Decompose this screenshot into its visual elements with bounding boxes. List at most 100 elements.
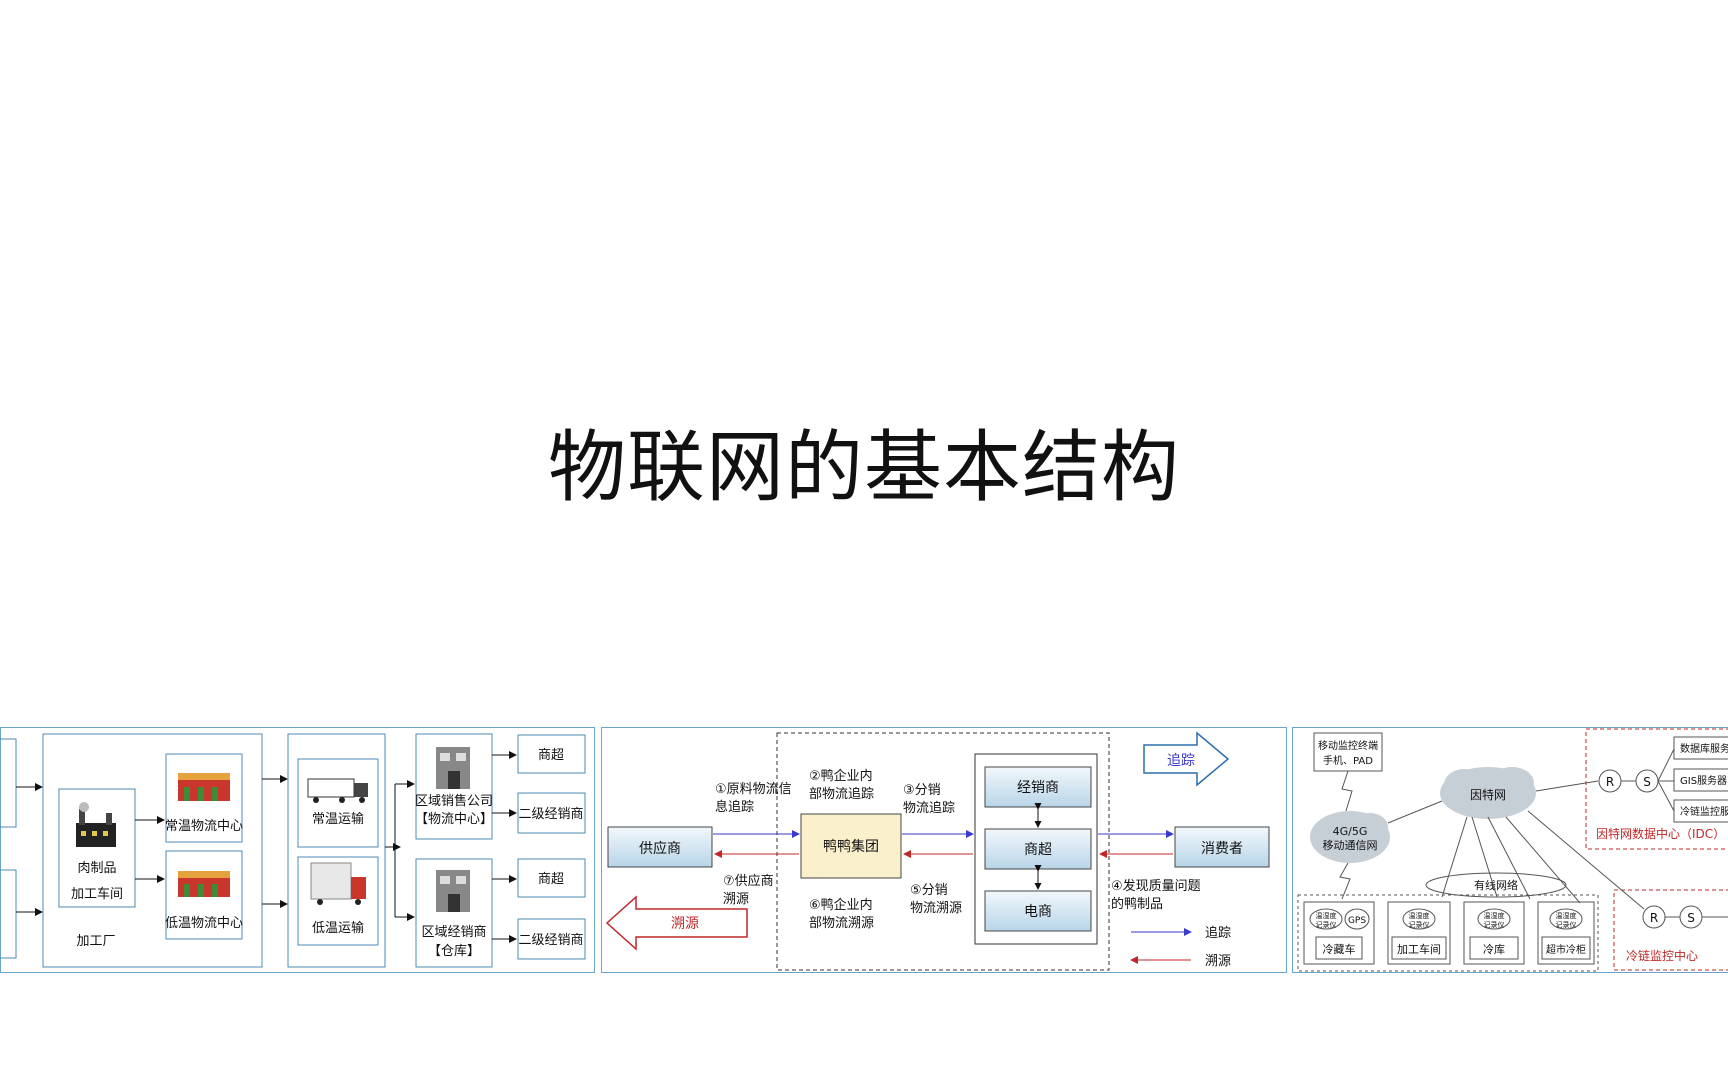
processing-workshop-box (58, 788, 136, 908)
supermarket-label: 商超 (538, 872, 564, 887)
distributor-label: 经销商 (1017, 780, 1059, 796)
legend-forward-label: 追踪 (1205, 925, 1231, 941)
traceability-panel: 供应商 鸭鸭集团 经销商 商超 电商 消费者 ①原料物流信 息追踪 ②鸭企业内 … (601, 727, 1287, 974)
logistics-center-label: 【物流中心】 (415, 812, 493, 827)
supplier-box (607, 826, 713, 868)
refrigerated-truck-icon (310, 862, 366, 905)
consumer-label: 消费者 (1201, 841, 1243, 857)
cold-transport-label: 低温运输 (312, 920, 364, 936)
factory-label: 加工厂 (76, 934, 115, 949)
warehouse-icon (178, 773, 230, 801)
trace-back-label: 溯源 (671, 916, 699, 932)
cabinet-label: 超市冷柜 (1546, 943, 1586, 956)
panel-border (0, 727, 595, 973)
truck-icon (307, 778, 368, 803)
switch-label: S (1643, 775, 1651, 789)
cold-monitor-server-box (1673, 799, 1728, 823)
workshop-label: 加工车间 (1397, 942, 1441, 956)
source-box-bottom (0, 869, 17, 959)
terminal-sub-label: 手机、PAD (1323, 754, 1373, 767)
db-server-box (1673, 736, 1728, 760)
recorder-sub-label: 记录仪 (1316, 921, 1337, 929)
workshop-device-box (1387, 901, 1451, 965)
ambient-center-label: 常温物流中心 (165, 819, 243, 834)
legend-back-label: 溯源 (1205, 953, 1231, 969)
wireless-link-icon (1339, 862, 1351, 900)
router-label: R (1606, 775, 1614, 789)
workshop-label: 加工车间 (71, 886, 123, 902)
secondary-dealer-label: 二级经销商 (518, 807, 583, 822)
mobile-network-sub-label: 移动通信网 (1323, 839, 1378, 852)
recorder-icon (1402, 908, 1436, 930)
step5-text: 物流溯源 (910, 900, 962, 916)
ecommerce-label: 电商 (1024, 904, 1052, 920)
supply-chain-flow-panel: 肉制品 加工车间 加工厂 常温物流中心 低温物流中心 常温运输 低温运输 (0, 727, 596, 974)
internet-cloud-icon (1440, 767, 1536, 819)
gis-server-box (1673, 768, 1728, 792)
channel-box (974, 753, 1098, 945)
supplier-label: 供应商 (639, 840, 681, 857)
lightning-links (1441, 816, 1581, 904)
step4-text: 的鸭制品 (1111, 896, 1163, 912)
group-box (800, 813, 902, 879)
cabinet-device-box (1537, 901, 1595, 965)
recorder-label: 温湿度 (1556, 911, 1577, 920)
devices-group-box (1297, 894, 1599, 972)
recorder-label: 温湿度 (1409, 911, 1430, 920)
recorder-icon (1549, 908, 1583, 930)
ecommerce-box (984, 890, 1092, 932)
supermarket-box (517, 858, 586, 898)
wireless-link-icon (1341, 770, 1353, 812)
cold-storage-label: 冷库 (1483, 943, 1505, 956)
mobile-network-label: 4G/5G (1333, 825, 1368, 838)
step5-text: ⑤分销 (910, 883, 948, 898)
trace-forward-arrow-icon (1143, 731, 1230, 787)
cold-center-label: 低温物流中心 (165, 916, 243, 931)
terminal-label: 移动监控终端 (1318, 739, 1378, 752)
panel-border (601, 727, 1287, 973)
step3-text: ③分销 (903, 783, 941, 798)
secondary-dealer-box (517, 792, 586, 834)
gps-label: GPS (1348, 916, 1366, 926)
factory-icon (76, 802, 116, 847)
gis-server-label: GIS服务器 (1680, 774, 1727, 787)
building-icon (436, 870, 470, 912)
slide-title: 物联网的基本结构 (547, 423, 1180, 513)
step3-text: 物流追踪 (903, 800, 955, 816)
supermarket-label: 商超 (538, 748, 564, 763)
source-box-top (0, 738, 17, 828)
recorder-sub-label: 记录仪 (1484, 921, 1505, 929)
cold-monitor-center-label: 冷链监控中心 (1626, 948, 1698, 963)
regional-company-label: 区域销售公司 (415, 793, 493, 809)
panel-border (1292, 727, 1728, 973)
supermarket-box (984, 828, 1092, 870)
transport-group-box (287, 733, 386, 968)
processing-label: 肉制品 (77, 861, 116, 876)
cold-chain-network-diagram: 移动监控终端 手机、PAD 4G/5G 移动通信网 因特网 R S 数据库服务 … (1292, 727, 1728, 973)
trace-forward-label: 追踪 (1167, 753, 1195, 769)
cold-transport-box (297, 856, 379, 946)
router-label: R (1650, 911, 1658, 925)
ambient-transport-label: 常温运输 (312, 811, 364, 827)
gps-icon (1344, 908, 1370, 930)
step6-text: ⑥鸭企业内 (809, 897, 873, 913)
step7-text: 溯源 (723, 891, 749, 907)
recorder-icon (1309, 908, 1343, 930)
cold-monitor-server-label: 冷链监控服 (1680, 805, 1728, 818)
step6-text: 部物流溯源 (809, 915, 874, 931)
trace-back-arrow-icon (605, 895, 748, 951)
traceability-diagram: 供应商 鸭鸭集团 经销商 商超 电商 消费者 ①原料物流信 息追踪 ②鸭企业内 … (601, 727, 1287, 973)
enterprise-dashed-box (776, 732, 1110, 971)
secondary-dealer-label: 二级经销商 (518, 933, 583, 948)
step4-text: ④发现质量问题 (1111, 878, 1201, 894)
ambient-transport-box (297, 758, 379, 848)
supply-chain-flow-diagram: 肉制品 加工车间 加工厂 常温物流中心 低温物流中心 常温运输 低温运输 (0, 727, 595, 973)
truck-device-box (1303, 901, 1375, 965)
warehouse-label: 【仓库】 (428, 943, 480, 959)
step7-text: ⑦供应商 (723, 873, 774, 889)
recorder-label: 温湿度 (1484, 911, 1505, 920)
recorder-icon (1477, 908, 1511, 930)
step1-text: 息追踪 (715, 799, 754, 815)
group-label: 鸭鸭集团 (823, 838, 879, 855)
wired-network-ring (1425, 872, 1567, 898)
